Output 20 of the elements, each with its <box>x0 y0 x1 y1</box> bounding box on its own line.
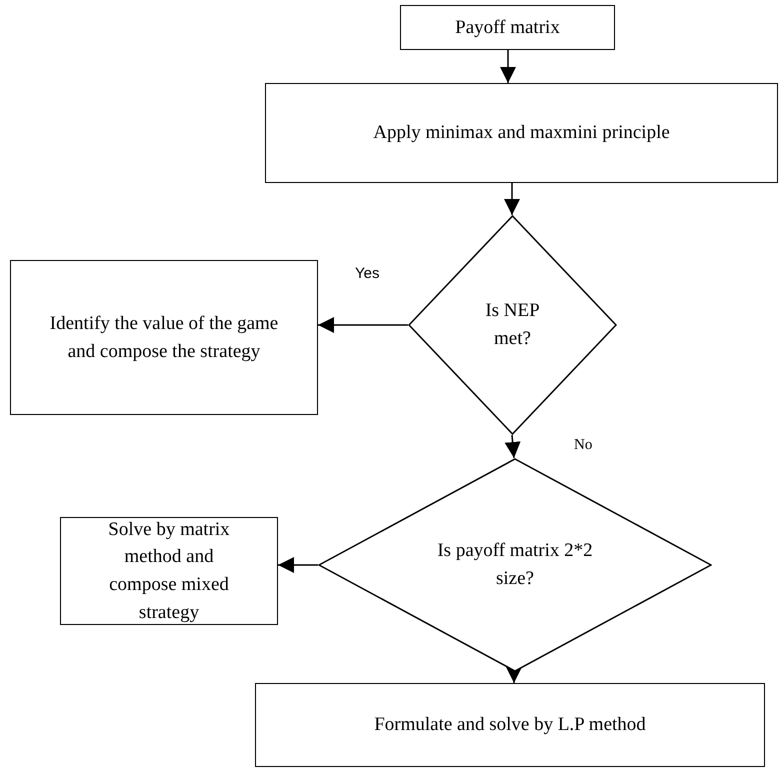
arrow <box>506 667 522 683</box>
node-text: Formulate and solve by L.P method <box>374 713 646 738</box>
node-text: Is payoff matrix 2*2 size? <box>436 539 594 591</box>
arrow <box>500 50 516 83</box>
node-text: Payoff matrix <box>455 16 560 40</box>
node-text: Identify the value of the game and compose the strategy <box>48 312 280 364</box>
node-text: Solve by matrix method and compose mixed strategy <box>107 518 231 625</box>
node-text: Is NEP met? <box>484 299 541 351</box>
arrow <box>504 183 520 215</box>
process-box <box>255 683 765 767</box>
decision-diamond <box>408 215 617 435</box>
process-box <box>10 260 318 415</box>
arrow <box>278 557 318 573</box>
node-text: Apply minimax and maxmini principle <box>373 121 670 146</box>
arrow <box>504 434 521 458</box>
process-box <box>265 83 778 183</box>
decision-diamond <box>318 458 712 672</box>
arrow <box>318 317 408 333</box>
process-box <box>60 517 278 625</box>
process-box <box>400 5 615 50</box>
